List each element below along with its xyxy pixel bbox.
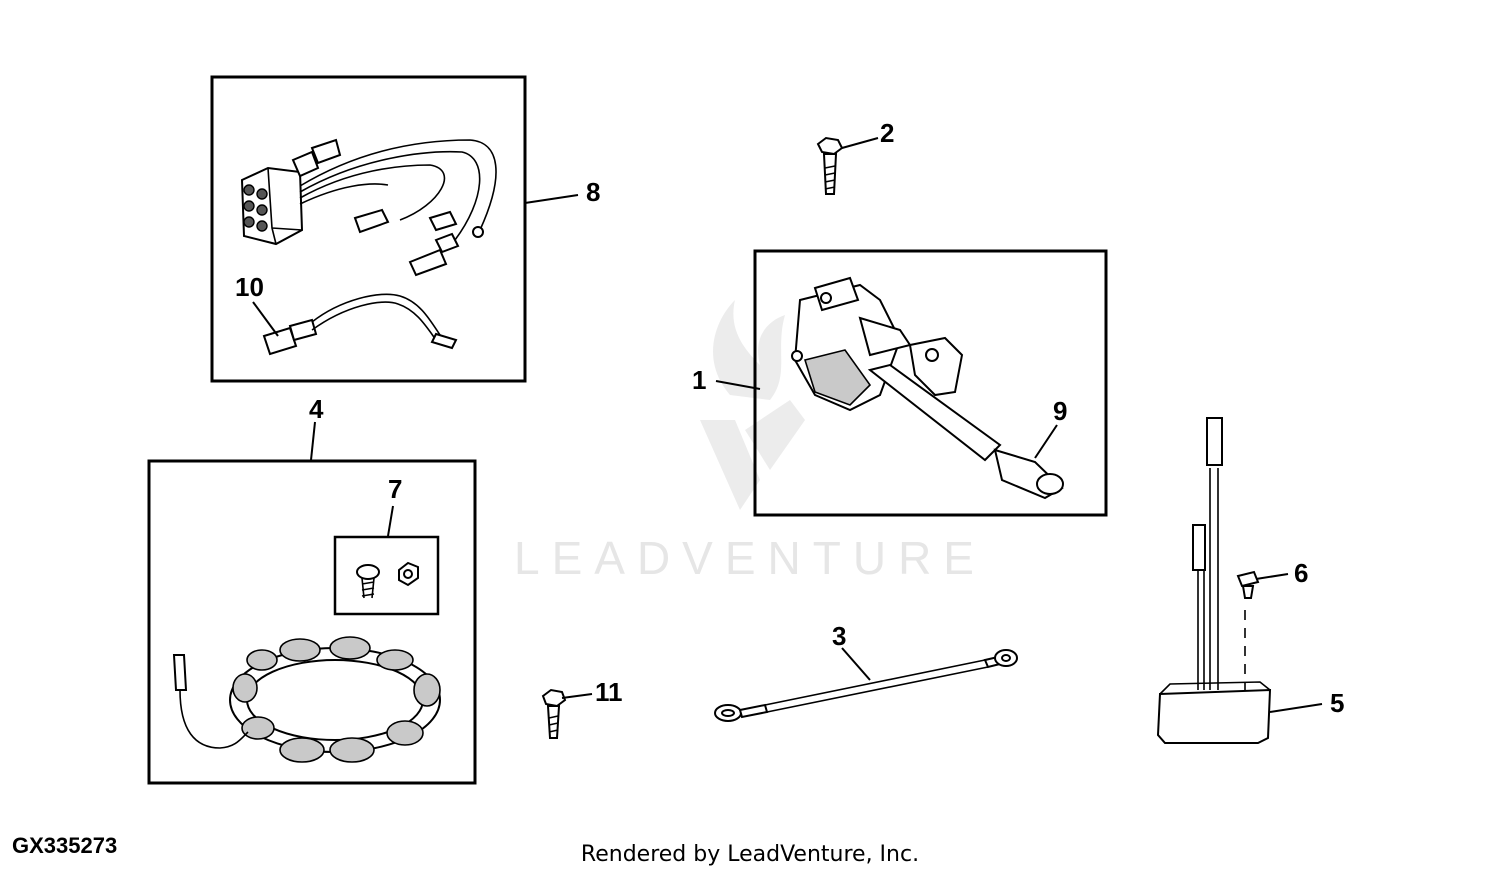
callout-9: 9 xyxy=(1053,396,1067,426)
leader-10 xyxy=(252,301,279,337)
callout-2: 2 xyxy=(880,118,894,148)
regulator-drawing xyxy=(1156,417,1272,744)
leader-1 xyxy=(715,380,761,390)
callout-4: 4 xyxy=(309,394,324,424)
leader-lines xyxy=(252,137,1323,713)
leader-9 xyxy=(1034,424,1058,459)
leader-3 xyxy=(841,647,871,681)
watermark-text: LEADVENTURE xyxy=(514,532,986,584)
harness-kit-box xyxy=(210,75,527,383)
watermark-flame-logo xyxy=(700,300,805,510)
callout-10: 10 xyxy=(235,272,264,302)
ignition-module-box xyxy=(753,249,1108,517)
leader-6 xyxy=(1255,573,1289,580)
ignition-coil-drawing xyxy=(791,276,1064,500)
leader-8 xyxy=(524,194,579,204)
ground-wire-drawing xyxy=(714,649,1018,722)
callout-labels: 1 2 3 4 5 6 7 8 9 10 11 xyxy=(235,118,1344,718)
render-credit: Rendered by LeadVenture, Inc. xyxy=(580,842,920,867)
wiring-harness-drawing xyxy=(240,138,497,356)
bolt-11-drawing xyxy=(541,688,567,739)
callout-11: 11 xyxy=(595,677,623,707)
leader-7 xyxy=(387,505,394,537)
leader-11 xyxy=(561,693,593,699)
bolt-2-drawing xyxy=(816,136,844,195)
callout-6: 6 xyxy=(1294,558,1308,588)
leader-2 xyxy=(841,137,879,149)
screw-6-drawing xyxy=(1236,570,1260,599)
hardware-box xyxy=(333,535,440,616)
figure-id: GX335273 xyxy=(12,833,118,858)
callout-7: 7 xyxy=(388,474,402,504)
leader-4 xyxy=(310,421,316,461)
callout-1: 1 xyxy=(692,365,706,395)
callout-3: 3 xyxy=(832,621,846,651)
watermark: LEADVENTURE xyxy=(514,300,986,584)
leader-5 xyxy=(1269,703,1323,713)
callout-8: 8 xyxy=(586,177,600,207)
stator-kit-box xyxy=(147,459,477,785)
screw-and-nut-drawing xyxy=(356,561,419,599)
stator-drawing xyxy=(172,636,441,763)
callout-5: 5 xyxy=(1330,688,1344,718)
